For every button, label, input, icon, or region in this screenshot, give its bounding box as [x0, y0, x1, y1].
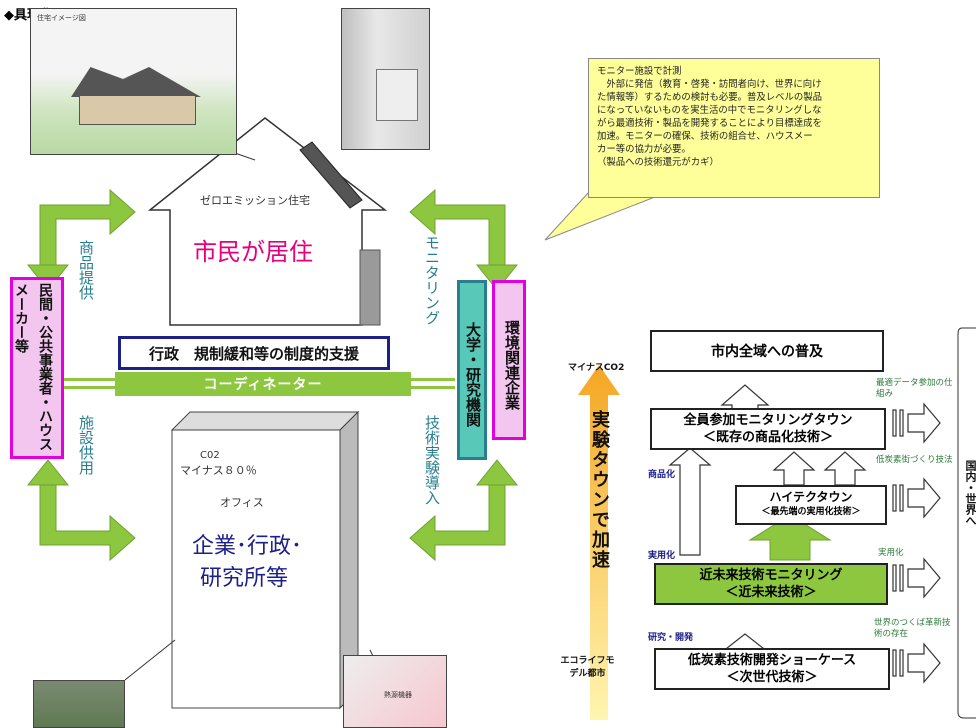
house-main-text: 市民が居住	[193, 238, 313, 266]
office-main-line1: 企業･行政･	[192, 534, 303, 559]
arrow-bottomleft	[39, 479, 136, 562]
accelerate-label: 実験タウンで加速	[589, 410, 610, 570]
near-future-box: 近未来技術モニタリング ＜近未来技術＞	[654, 563, 888, 605]
hitech-title: ハイテクタウン	[769, 490, 853, 504]
citywide-box: 市内全域への普及	[650, 330, 884, 372]
arrow-topleft	[39, 188, 136, 271]
office-reduction: マイナス８０％	[180, 464, 257, 477]
tech-trial-label: 技術実験導入	[423, 415, 441, 505]
lowcarbon-box: 低炭素技術開発ショーケース ＜次世代技術＞	[654, 648, 890, 690]
callout-line: 加速。モニターの確保、技術の組合せ、ハウスメー	[597, 131, 813, 142]
callout-line: 外部に発信（教育・啓発・訪問者向け、世界に向け	[597, 79, 822, 90]
university-box: 大学・研究機関	[457, 280, 487, 460]
arrow-topright	[409, 188, 506, 271]
house-sketch-roof	[71, 67, 201, 97]
house-sketch-image: 住宅イメージ図	[30, 8, 237, 155]
hitech-sub: ＜最先端の実用化技術＞	[761, 507, 861, 517]
monitor-callout: モニター施設で計測 外部に発信（教育・啓発・訪問者向け、世界に向け た情報等）す…	[588, 58, 880, 198]
near-future-sub: ＜近未来技術＞	[725, 585, 817, 600]
house-sketch-label: 住宅イメージ図	[37, 14, 86, 22]
heat-machine-photo: 熱源機器	[343, 655, 447, 728]
lowcarbon-sub: ＜次世代技術＞	[726, 670, 818, 685]
hitech-box: ハイテクタウン ＜最先端の実用化技術＞	[735, 485, 887, 525]
office-co2-label: C02	[200, 450, 220, 461]
private-sector-box: 民間・公共事業者・ハウスメーカー等	[10, 277, 64, 459]
gov-support-box: 行政 規制緩和等の制度的支援	[118, 336, 390, 370]
all-participation-sub: ＜既存の商品化技術＞	[702, 430, 833, 445]
all-participation-title: 全員参加モニタリングタウン	[683, 413, 853, 428]
lowcarbon-title: 低炭素技術開発ショーケース	[687, 653, 857, 668]
research-label: 研究・開発	[648, 633, 694, 643]
machine-label: 熱源機器	[384, 691, 412, 699]
all-participation-box: 全員参加モニタリングタウン ＜既存の商品化技術＞	[650, 408, 886, 450]
callout-line: た情報等）するための検討も必要。普及レベルの製品	[597, 92, 823, 103]
minus-co2-label: マイナスCO2	[568, 363, 625, 373]
monitoring-label: モニタリング	[423, 235, 441, 325]
callout-line: がら最適技術・製品を開発することにより目標達成を	[597, 118, 822, 129]
side-label-optimal-data: 最適データ参加の仕組み	[876, 378, 953, 399]
heatpump-unit	[376, 69, 418, 121]
near-future-title: 近未来技術モニタリング	[699, 568, 843, 583]
callout-line: モニター施設で計測	[597, 66, 682, 77]
product-supply-label: 商品提供	[77, 240, 95, 300]
commercial-label: 商品化	[648, 470, 676, 480]
environment-company-box: 環境関連企業	[492, 280, 526, 440]
callout-line: になっていないものを実生活の中でモニタリングしな	[597, 105, 822, 116]
side-label-practical: 実用化	[878, 548, 904, 558]
eco-city-label: エコライフモデル都市	[560, 656, 615, 679]
office-main-line2: 研究所等	[200, 566, 289, 591]
house-caption: ゼロエミッション住宅	[200, 194, 310, 207]
side-label-lowcarbon-town: 低炭素街づくり技法	[876, 455, 953, 465]
office-building-photo	[33, 680, 125, 728]
facility-supply-label: 施設供用	[77, 415, 95, 475]
callout-line: （製品への技術還元がカギ）	[597, 157, 719, 168]
office-caption: オフィス	[220, 496, 264, 509]
coordinator-bar: コーディネーター	[115, 372, 411, 396]
arrow-bottomright	[409, 479, 506, 562]
heatpump-photo	[341, 8, 430, 150]
side-label-world: 世界のつくば革新技術の存在	[874, 618, 951, 639]
practical-label: 実用化	[648, 551, 676, 561]
callout-line: カー等の協力が必要。	[597, 144, 691, 155]
far-right-text: 国内・世界へ	[964, 460, 976, 526]
house-sketch-body	[79, 95, 196, 125]
accelerate-arrow	[578, 365, 620, 720]
